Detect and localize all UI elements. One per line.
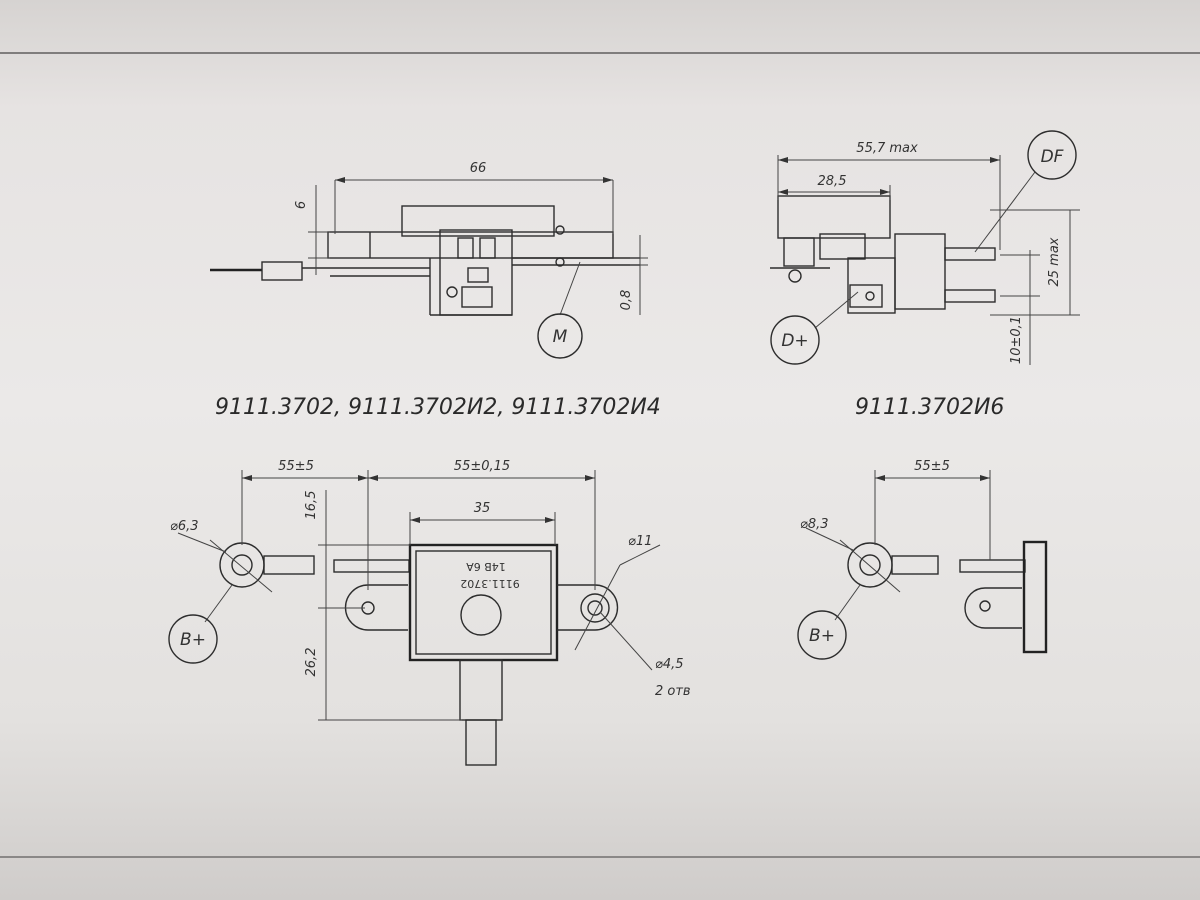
dim-55-0-15: 55±0,15: [454, 459, 510, 474]
callout-d-plus: D+: [781, 331, 808, 351]
dim-55-5-right: 55±5: [914, 459, 950, 474]
frame-line-top: [0, 52, 1200, 54]
caption-right: 9111.3702И6: [855, 395, 1004, 420]
callout-b-plus-right: B+: [809, 626, 835, 646]
dim-55-7-max: 55,7 max: [856, 141, 918, 156]
body-label-line1: 9111.3702: [460, 577, 520, 590]
view-bottom-right: 55±5 ⌀8,3 B+: [797, 459, 1048, 660]
dim-6: 6: [294, 201, 309, 209]
view-top-right: 55,7 max 28,5 25 max 10±0,1 DF D+: [770, 130, 1080, 365]
dim-35: 35: [474, 501, 491, 516]
dia-8-3: ⌀8,3: [800, 517, 829, 532]
dim-26-2: 26,2: [304, 648, 319, 677]
dim-55-5-left: 55±5: [278, 459, 314, 474]
dia-4-5: ⌀4,5: [655, 657, 684, 672]
callout-df: DF: [1041, 147, 1064, 167]
body-label-line2: 14В 6А: [466, 560, 506, 573]
view-bottom-left: 9111.3702 14В 6А 55±5 55±0,15 35 16,5 26…: [168, 459, 691, 766]
dim-16-5: 16,5: [304, 491, 319, 520]
frame-line-bottom: [0, 856, 1200, 858]
dim-28-5: 28,5: [818, 174, 847, 189]
caption-left: 9111.3702, 9111.3702И2, 9111.3702И4: [215, 395, 661, 420]
dim-0-8: 0,8: [619, 290, 634, 311]
dim-10-0-1: 10±0,1: [1009, 316, 1024, 364]
dim-25-max: 25 max: [1047, 237, 1062, 286]
hole-count: 2 отв: [655, 684, 691, 699]
dia-6-3: ⌀6,3: [170, 519, 199, 534]
dia-11: ⌀11: [628, 534, 652, 549]
dim-66: 66: [470, 161, 487, 176]
view-top-left: 66 6 0,8 M: [210, 161, 648, 359]
callout-b-plus-left: B+: [180, 630, 206, 650]
callout-m: M: [553, 327, 568, 347]
